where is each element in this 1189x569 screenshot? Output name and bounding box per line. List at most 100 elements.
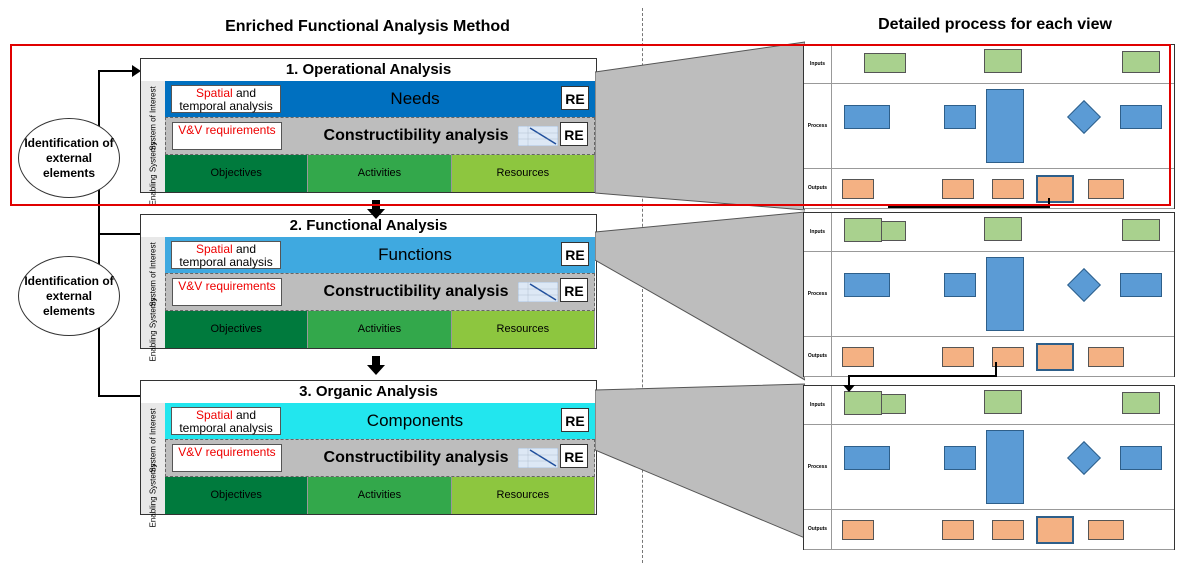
input-box <box>1122 51 1160 73</box>
vv-requirements-box: V&V requirements <box>172 278 282 306</box>
output-highlight-box <box>1036 343 1074 371</box>
identification-ellipse-1: Identification of external elements <box>18 118 120 198</box>
input-box <box>984 49 1022 73</box>
process-lane: Process <box>804 251 1174 337</box>
process-box <box>944 446 976 470</box>
re-box: RE <box>561 408 589 432</box>
enabling-objectives: Objectives <box>165 477 309 514</box>
process-lane: Process <box>804 424 1174 510</box>
process-lane: Inputs <box>804 45 1174 84</box>
process-lane: Outputs <box>804 509 1174 550</box>
constructibility-label: Constructibility analysis <box>323 449 509 466</box>
output-highlight-box <box>1036 516 1074 544</box>
process-box <box>1120 105 1162 129</box>
input-box <box>844 218 882 242</box>
process-box <box>844 105 890 129</box>
input-box <box>984 390 1022 414</box>
lane-label: Process <box>804 424 832 509</box>
identification-ellipse-2: Identification of external elements <box>18 256 120 336</box>
output-box <box>992 347 1024 367</box>
process-box <box>944 273 976 297</box>
matrix-thumbnail-icon <box>518 448 558 468</box>
enabling-activities: Activities <box>308 155 452 192</box>
process-box <box>986 430 1024 504</box>
input-box <box>984 217 1022 241</box>
lane-label: Outputs <box>804 168 832 208</box>
enabling-resources: Resources <box>451 311 595 348</box>
process-lane: Process <box>804 83 1174 169</box>
enabling-activities: Activities <box>308 311 452 348</box>
re-box: RE <box>560 122 588 146</box>
output-box <box>842 520 874 540</box>
spatial-temporal-box: Spatial and temporal analysis <box>171 407 281 435</box>
main-label: Components <box>366 411 464 430</box>
enabling-activities: Activities <box>308 477 452 514</box>
left-title: Enriched Functional Analysis Method <box>225 18 510 35</box>
output-box <box>992 520 1024 540</box>
enabling-systems-label: Enabling Systems <box>141 463 166 528</box>
main-row: Spatial and temporal analysis Components… <box>165 403 595 439</box>
input-box <box>844 391 882 415</box>
proc-connector-2b <box>848 375 997 377</box>
down-arrow-2 <box>372 356 380 366</box>
re-box: RE <box>560 278 588 302</box>
lane-label: Process <box>804 83 832 168</box>
lane-label: Process <box>804 251 832 336</box>
lane-label: Inputs <box>804 213 832 251</box>
re-box: RE <box>560 444 588 468</box>
constructibility-label: Constructibility analysis <box>323 283 509 300</box>
enabling-systems-label: Enabling Systems <box>141 297 166 362</box>
right-title: Detailed process for each view <box>878 16 1112 33</box>
output-box <box>1088 179 1124 199</box>
proc-connector-2c <box>848 375 850 387</box>
input-box <box>1122 219 1160 241</box>
main-row: Spatial and temporal analysis Functions … <box>165 237 595 273</box>
output-box <box>942 179 974 199</box>
matrix-thumbnail-icon <box>518 282 558 302</box>
output-highlight-box <box>1036 175 1074 203</box>
process-box <box>1120 273 1162 297</box>
zoom-triangles <box>595 41 805 539</box>
lane-label: Outputs <box>804 509 832 549</box>
enabling-resources: Resources <box>451 477 595 514</box>
process-box <box>986 257 1024 331</box>
proc-connector-1b <box>888 206 1048 208</box>
proc-connector-2 <box>995 362 997 376</box>
constructibility-row: V&V requirements Constructibility analys… <box>165 273 595 311</box>
process-box <box>1120 446 1162 470</box>
feedback-line <box>98 70 100 395</box>
input-box <box>864 53 906 73</box>
feedback-line-bottom <box>98 395 140 397</box>
analysis-panel: 2. Functional Analysis System of Interes… <box>140 214 597 362</box>
output-box <box>1088 520 1124 540</box>
output-box <box>942 347 974 367</box>
feedback-arrow-top <box>98 70 138 72</box>
matrix-thumbnail-icon <box>518 126 558 146</box>
main-label: Functions <box>378 245 452 264</box>
process-lane: Inputs <box>804 213 1174 252</box>
lane-label: Outputs <box>804 336 832 376</box>
process-box <box>844 273 890 297</box>
constructibility-row: V&V requirements Constructibility analys… <box>165 439 595 477</box>
arrowhead-icon <box>843 385 855 392</box>
re-box: RE <box>561 86 589 110</box>
vv-requirements-box: V&V requirements <box>172 122 282 150</box>
output-box <box>992 179 1024 199</box>
analysis-panel: 1. Operational Analysis System of Intere… <box>140 58 597 206</box>
output-box <box>1088 347 1124 367</box>
constructibility-label: Constructibility analysis <box>323 127 509 144</box>
main-label: Needs <box>390 89 440 108</box>
feedback-line-mid <box>98 233 140 235</box>
enabling-objectives: Objectives <box>165 311 309 348</box>
main-row: Spatial and temporal analysis Needs RE <box>165 81 595 117</box>
output-box <box>842 179 874 199</box>
output-box <box>942 520 974 540</box>
lane-label: Inputs <box>804 45 832 83</box>
enabling-resources: Resources <box>451 155 595 192</box>
analysis-panel: 3. Organic Analysis System of Interest E… <box>140 380 597 528</box>
